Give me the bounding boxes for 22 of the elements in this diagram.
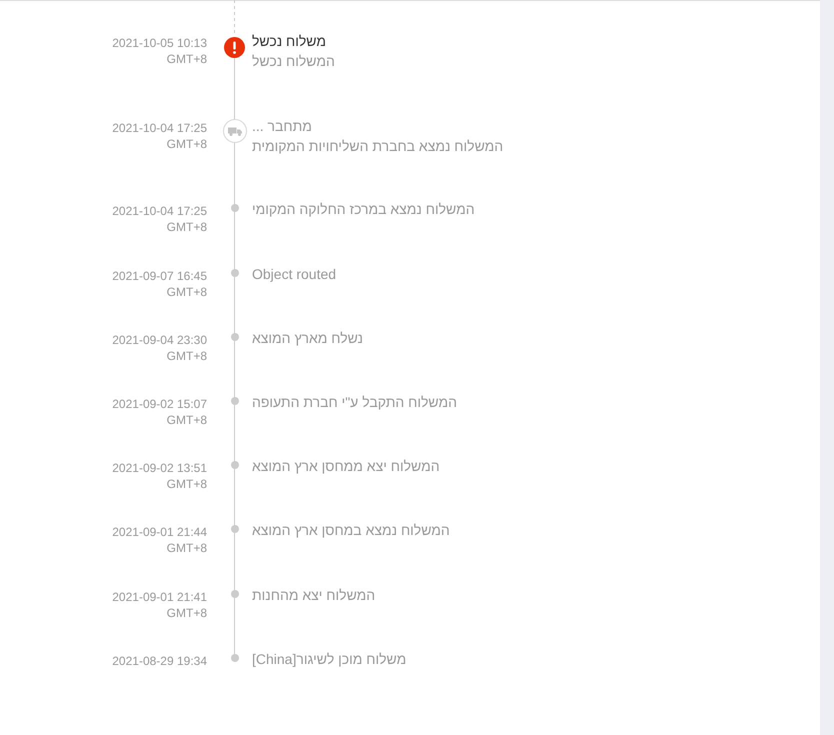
event-description: המשלוח נמצא בחברת השליחויות המקומית: [252, 137, 504, 156]
event-text: המשלוח יצא ממחסן ארץ המוצא: [252, 457, 440, 476]
event-text: המשלוח נמצא במרכז החלוקה המקומי: [252, 200, 475, 219]
event-text: המשלוח התקבל ע"י חברת התעופה: [252, 393, 457, 412]
event-text: משלוח מוכן לשיגור[China]: [252, 650, 406, 669]
event-title: מתחבר ...: [252, 117, 312, 136]
event-description: המשלוח נכשל: [252, 52, 335, 71]
timestamp: 2021-09-04 23:30 GMT+8: [111, 332, 207, 364]
timestamp: 2021-09-02 13:51 GMT+8: [111, 460, 207, 492]
timestamp: 2021-10-05 10:13 GMT+8: [111, 35, 207, 67]
event-title: משלוח נכשל: [252, 32, 326, 51]
timestamp: 2021-09-07 16:45 GMT+8: [111, 268, 207, 300]
event-text: נשלח מארץ המוצא: [252, 329, 364, 348]
event-text: המשלוח נמצא במחסן ארץ המוצא: [252, 521, 450, 540]
event-text: Object routed: [252, 265, 336, 284]
timestamp: 2021-09-01 21:44 GMT+8: [111, 524, 207, 556]
timestamp: 2021-09-01 21:41 GMT+8: [111, 589, 207, 621]
event-text: המשלוח יצא מהחנות: [252, 586, 376, 605]
timestamp: 2021-10-04 17:25 GMT+8: [111, 120, 207, 152]
timestamp: 2021-10-04 17:25 GMT+8: [111, 203, 207, 235]
timestamp: 2021-09-02 15:07 GMT+8: [111, 396, 207, 428]
timestamp: 2021-08-29 19:34: [112, 653, 207, 669]
